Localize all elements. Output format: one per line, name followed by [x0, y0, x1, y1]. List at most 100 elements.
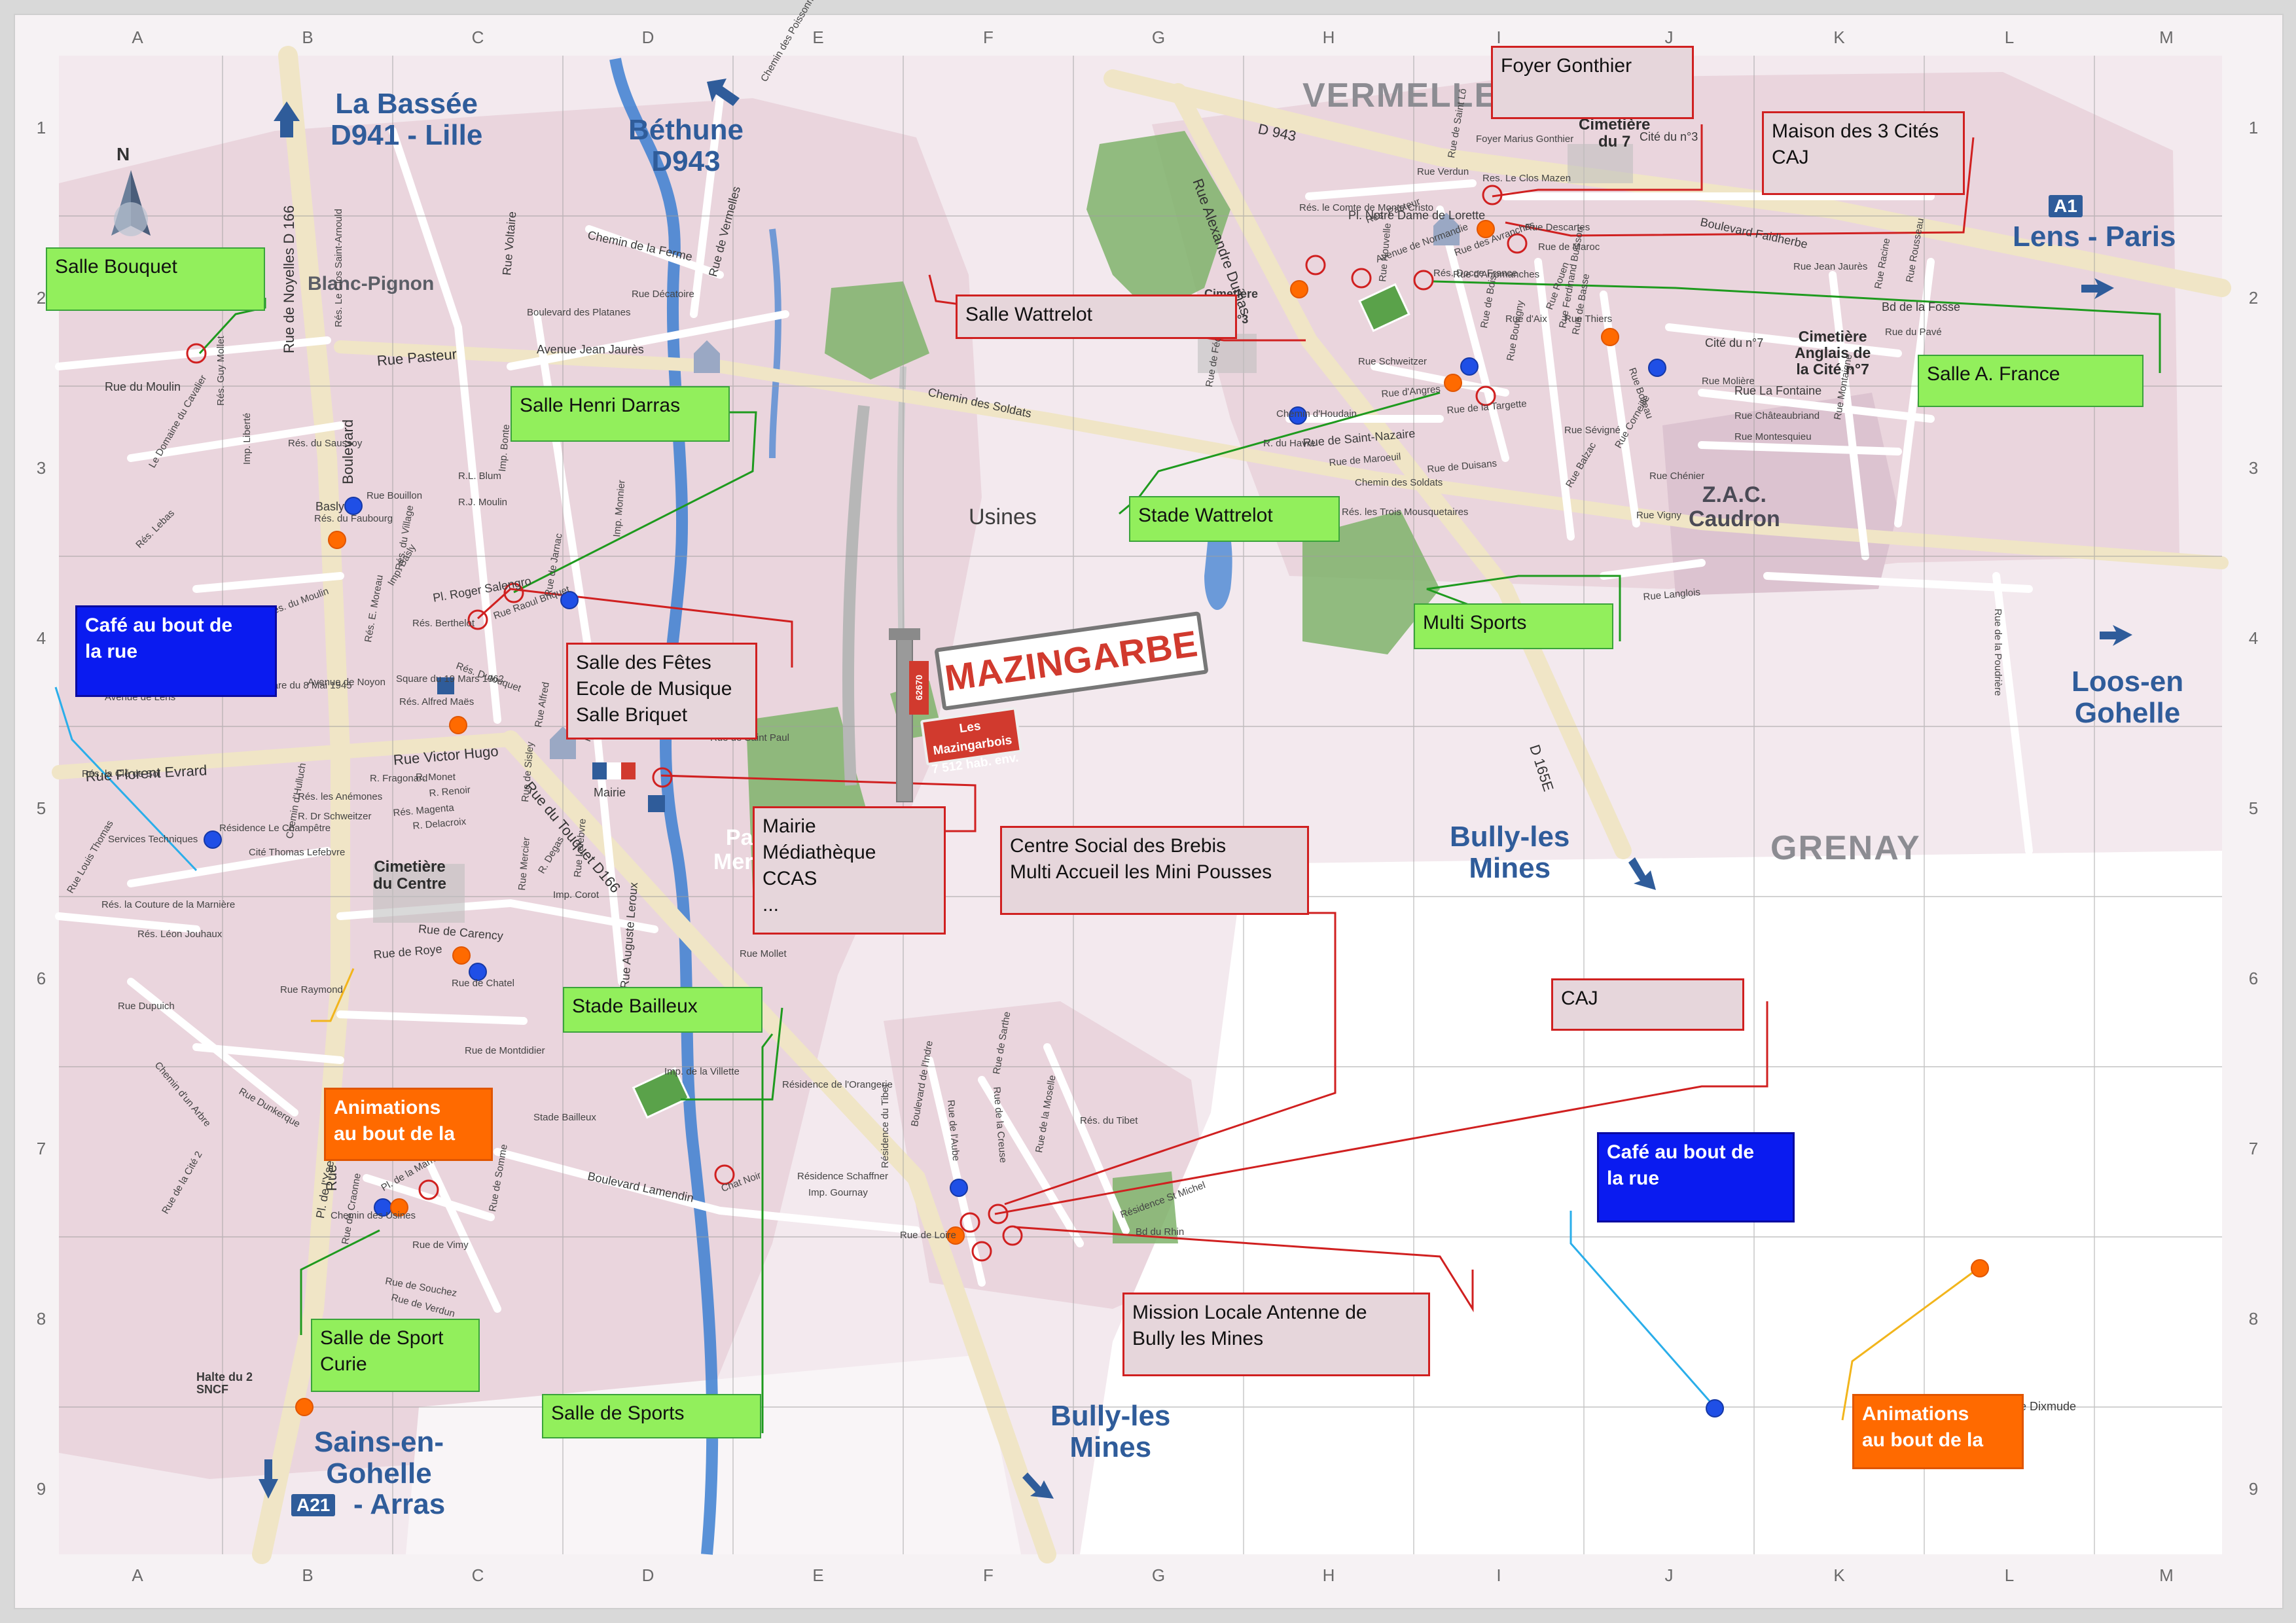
marker-red	[714, 1164, 735, 1185]
street-label: Rue Montesquieu	[1734, 431, 1812, 442]
street-label: Chemin des Soldats	[1355, 477, 1443, 488]
north-arrow-icon	[111, 170, 151, 236]
street-label: Bd de la Fosse	[1882, 300, 1961, 313]
callout-mission-locale[interactable]: Mission Locale Antenne de Bully les Mine…	[1122, 1293, 1430, 1376]
grid-column-label: C	[471, 27, 484, 47]
direction-la-bassee-line-1: La Bassée	[335, 88, 478, 120]
grid-column-label: G	[1151, 27, 1166, 47]
grid-row-label: 1	[2248, 118, 2259, 137]
callout-salle-a-france[interactable]: Salle A. France	[1918, 355, 2144, 407]
street-label: Foyer Marius Gonthier	[1476, 134, 1574, 145]
grid-column-label: H	[1322, 27, 1335, 47]
callout-stade-bailleux[interactable]: Stade Bailleux	[563, 987, 762, 1033]
callout-salle-de-sports[interactable]: Salle de Sports	[542, 1394, 761, 1438]
callout-cafe-bout-de-la-rue-left[interactable]: Café au bout de la rue	[75, 605, 277, 697]
street-label: Rés. les Anémones	[298, 791, 383, 802]
street-label: R. du Havre	[1263, 438, 1316, 449]
leader-salle-sports	[761, 1033, 774, 1433]
football-pitch-icon	[632, 283, 1410, 1119]
callout-multi-sports[interactable]: Multi Sports	[1414, 603, 1613, 649]
road-victor-hugo	[52, 732, 518, 779]
street-label: Rue Vigny	[1636, 510, 1681, 521]
callout-animations-left[interactable]: Animations au bout de la	[324, 1088, 493, 1161]
callout-salle-henri-darras[interactable]: Salle Henri Darras	[511, 386, 730, 442]
grid-column-label: H	[1322, 1565, 1335, 1585]
leader-mission-locale	[1014, 1226, 1474, 1313]
callout-cafe-bout-de-la-rue-right[interactable]: Café au bout de la rue	[1597, 1132, 1795, 1222]
callout-animations-left-line-1: Animations	[334, 1097, 441, 1118]
callout-foyer-gonthier[interactable]: Foyer Gonthier	[1491, 46, 1694, 119]
marker-red	[1351, 268, 1372, 289]
street-label: Rés. les Trois Mousquetaires	[1342, 507, 1469, 518]
marker-red	[467, 609, 488, 630]
street-label: Rue de Chatel	[452, 978, 514, 989]
grid-row-label: 5	[2248, 798, 2259, 818]
minor-roads	[55, 94, 2033, 1313]
callout-mairie-line-1: Mairie	[762, 815, 816, 837]
grid-column-label: B	[302, 1565, 314, 1585]
callout-animations-right[interactable]: Animations au bout de la	[1852, 1394, 2024, 1469]
callout-salle-wattrelot[interactable]: Salle Wattrelot	[956, 294, 1237, 339]
direction-bethune-line-1: Béthune	[628, 114, 744, 146]
direction-arras: - Arras	[353, 1488, 446, 1520]
street-label: Boulevard	[340, 419, 356, 484]
area-label-usines: Usines	[969, 505, 1037, 529]
callout-mairie[interactable]: Mairie Médiathèque CCAS ...	[753, 806, 946, 935]
street-label: Rés. Alfred Maës	[399, 696, 475, 707]
grid-column-label: A	[132, 27, 143, 47]
callout-mission-locale-line-2: Bully les Mines	[1132, 1328, 1264, 1349]
marker-orange	[390, 1198, 408, 1217]
callout-caj[interactable]: CAJ	[1551, 978, 1744, 1031]
callout-salle-curie-line-2: Curie	[320, 1353, 367, 1375]
callout-cafe-left-line-1: Café au bout de	[85, 615, 233, 636]
grid-column-label: G	[1151, 1565, 1166, 1585]
street-label: Rue Bouillon	[367, 490, 423, 501]
street-label: Imp. de la Villette	[664, 1066, 740, 1077]
street-label: Rue Verdun	[1417, 166, 1469, 177]
grid-row-label: 2	[2248, 288, 2259, 308]
direction-bully-east-line-1: Bully-les	[1450, 821, 1570, 853]
street-label: Avenue Jean Jaurès	[537, 343, 644, 356]
callout-mission-locale-line-1: Mission Locale Antenne de	[1132, 1302, 1367, 1323]
callout-salle-bouquet[interactable]: Salle Bouquet	[46, 247, 265, 311]
leader-centre-social	[1004, 912, 1336, 1205]
street-label: Rés. la Clé de Sol	[82, 768, 161, 779]
callout-maison-3-cites[interactable]: Maison des 3 Cités CAJ	[1762, 111, 1965, 195]
markers-blue	[204, 357, 1724, 1418]
street-label: Rés. Berthelot	[412, 618, 475, 629]
direction-bully-south-line-2: Mines	[1069, 1431, 1152, 1463]
street-label: Rue Dupuich	[118, 1001, 175, 1012]
cemetery-anglais-line-3: la Cité n°7	[1796, 360, 1869, 378]
direction-lens-paris: Lens - Paris	[2013, 221, 2176, 253]
street-label: Services Techniques	[108, 834, 198, 845]
callout-salle-de-sports-label: Salle de Sports	[551, 1402, 685, 1424]
callout-stade-wattrelot-label: Stade Wattrelot	[1138, 505, 1273, 526]
leader-animations-left	[311, 968, 355, 1022]
postcode-plate: 62670	[909, 661, 929, 715]
street-label: Rés. du Faubourg	[314, 513, 393, 524]
parking-icon	[437, 677, 665, 812]
grid-row-label: 4	[2248, 628, 2259, 648]
grid-column-label: K	[1833, 1565, 1845, 1585]
callout-salle-des-fetes[interactable]: Salle des Fêtes Ecole de Musique Salle B…	[566, 643, 757, 740]
callout-salle-curie[interactable]: Salle de Sport Curie	[311, 1319, 480, 1392]
leader-multi-sports	[1426, 575, 1621, 641]
grid-column-label: E	[812, 1565, 824, 1585]
street-label: Rue du Moulin	[105, 380, 181, 393]
marker-red	[186, 343, 207, 364]
callout-centre-social[interactable]: Centre Social des Brebis Multi Accueil l…	[1000, 826, 1309, 915]
street-label: Rue d'Arromanches	[1453, 269, 1540, 280]
callout-stade-wattrelot[interactable]: Stade Wattrelot	[1129, 496, 1340, 542]
street-label: Rue Châteaubriand	[1734, 410, 1820, 421]
grid-column-label: B	[302, 27, 314, 47]
grid-column-label: E	[812, 27, 824, 47]
street-label: Cité du n°7	[1705, 336, 1764, 349]
marker-orange	[449, 716, 467, 734]
grid-row-label: 2	[36, 288, 46, 308]
park-north	[1086, 131, 1230, 314]
callout-cafe-right-line-1: Café au bout de	[1607, 1141, 1755, 1163]
river-surgeon-east	[769, 228, 781, 459]
street-label: Rue Décatoire	[632, 289, 694, 300]
road-d166-north	[252, 46, 350, 1564]
